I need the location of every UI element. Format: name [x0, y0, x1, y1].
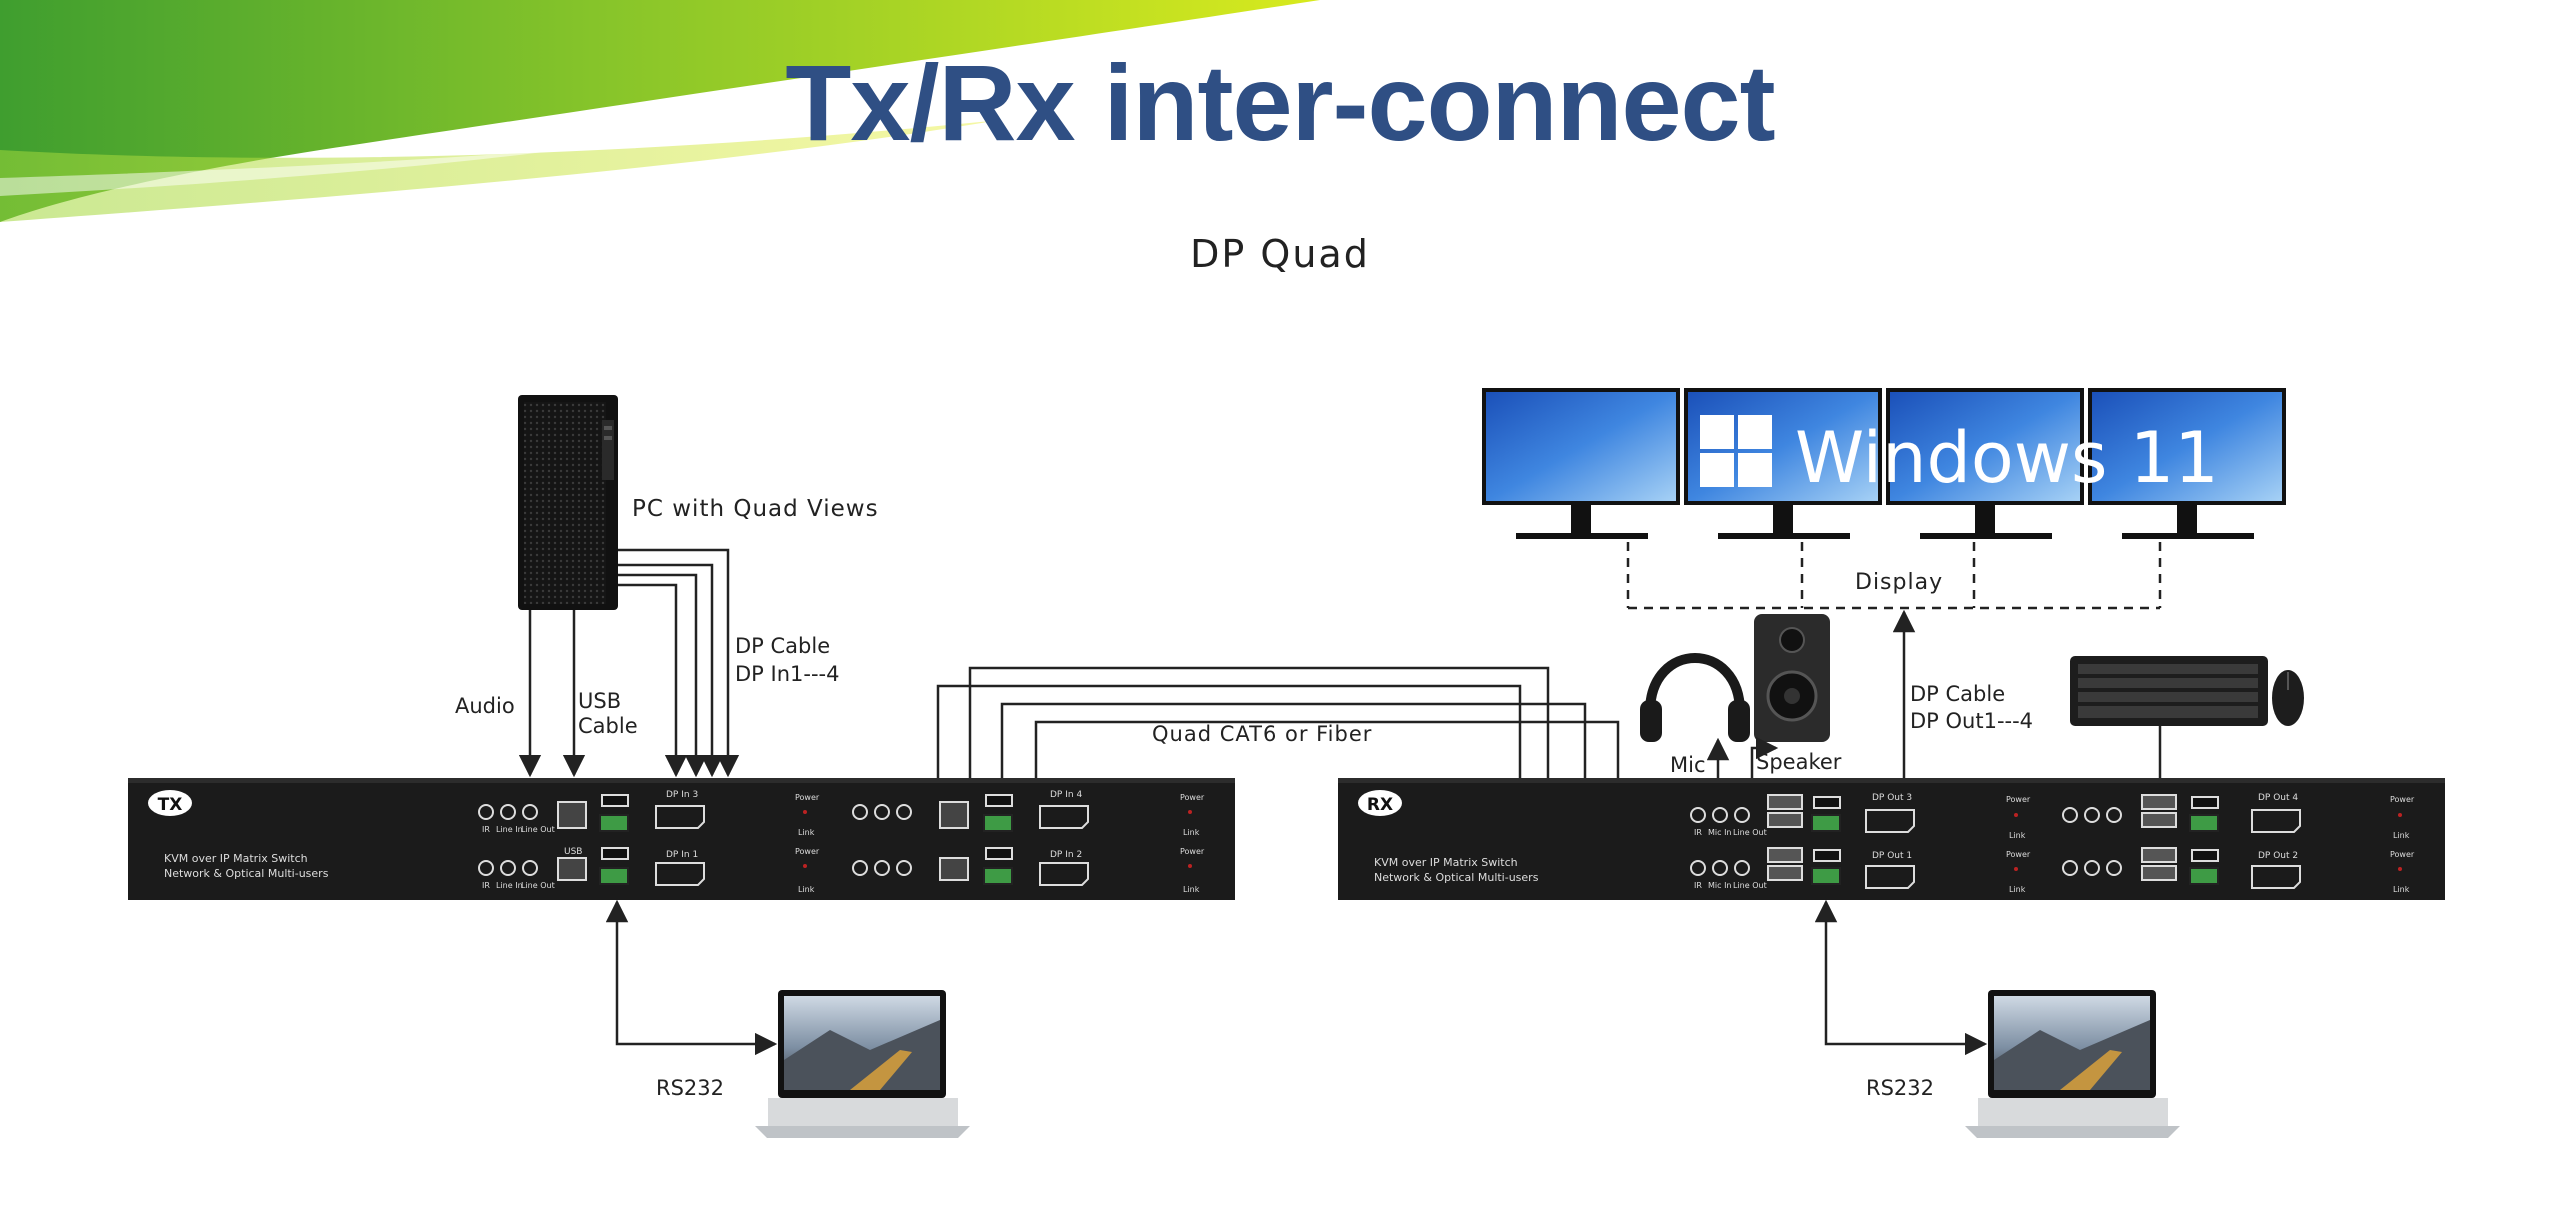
display-label: Display [1855, 570, 1943, 595]
tx-jack-label-linein-2: Line In [496, 881, 523, 890]
rx-dp-out-2: DP Out 2 [2258, 851, 2298, 861]
tx-dp-in-4: DP In 4 [1050, 790, 1082, 800]
tx-badge: TX [158, 795, 183, 815]
rx-jack-label-ir: IR [1694, 828, 1702, 837]
rx-device [1338, 778, 2445, 900]
keyboard-icon [2070, 656, 2268, 726]
rx-power-4: Power [2390, 850, 2415, 859]
quad-cat6-label: Quad CAT6 or Fiber [1152, 722, 1372, 746]
audio-label: Audio [455, 694, 515, 718]
tx-jack-label-ir: IR [482, 825, 490, 834]
rs232-rx-label: RS232 [1866, 1076, 1934, 1100]
tx-desc-2: Network & Optical Multi-users [164, 867, 329, 880]
usb-cable-label-2: Cable [578, 714, 638, 738]
rx-jack-label-lineout: Line Out [1733, 828, 1767, 837]
laptop-tx-icon [755, 990, 970, 1138]
display-bracket [1626, 542, 2162, 610]
speaker-arrow [1750, 736, 1779, 778]
rx-jack-label-lineout-2: Line Out [1733, 881, 1767, 890]
tx-ports-group-2 [852, 794, 1089, 886]
rx-link-3: Link [2393, 831, 2410, 840]
light-swoosh [0, 120, 1000, 222]
rx-badge: RX [1367, 795, 1393, 815]
rx-dp-out-4: DP Out 4 [2258, 793, 2298, 803]
dp-cable-rx-label-2: DP Out1---4 [1910, 709, 2033, 733]
tx-link-4: Link [1183, 885, 1200, 894]
speaker-icon [1754, 614, 1830, 742]
rx-ports-group-2 [2062, 794, 2301, 889]
rx-link-4: Link [2393, 885, 2410, 894]
white-streak [0, 150, 560, 196]
rs232-rx-line [1814, 899, 1988, 1056]
tx-link-1: Link [798, 828, 815, 837]
rx-ports-group-1 [1690, 794, 1915, 889]
pc-label: PC with Quad Views [632, 496, 879, 522]
tx-power-3: Power [1180, 793, 1205, 802]
tx-dp-in-3: DP In 3 [666, 790, 698, 800]
windows-brand-text: Windows 11 [1795, 417, 2219, 499]
tx-desc-1: KVM over IP Matrix Switch [164, 852, 308, 865]
tx-link-3: Link [1183, 828, 1200, 837]
tx-dp-in-2: DP In 2 [1050, 850, 1082, 860]
pc-tower [518, 395, 618, 610]
tx-jack-label-lineout: Line Out [521, 825, 555, 834]
rx-dp-out-3: DP Out 3 [1872, 793, 1912, 803]
tx-dp-in-1: DP In 1 [666, 850, 698, 860]
dp-cable-rx-label-1: DP Cable [1910, 682, 2005, 706]
rx-jack-label-micin: Mic In [1708, 828, 1732, 837]
rx-desc-1: KVM over IP Matrix Switch [1374, 856, 1518, 869]
usb-cable-label-1: USB [578, 689, 621, 713]
rx-jack-label-ir-2: IR [1694, 881, 1702, 890]
tx-power-1: Power [795, 793, 820, 802]
slide-subtitle: DP Quad [1190, 232, 1370, 276]
rx-power-3: Power [2390, 795, 2415, 804]
green-swoosh [0, 0, 1320, 222]
tx-usb-label: USB [564, 847, 582, 857]
cat6-fiber-links [936, 666, 1620, 778]
rx-dp-out-1: DP Out 1 [1872, 851, 1912, 861]
slide-title: Tx/Rx inter-connect [785, 42, 1775, 163]
laptop-rx-icon [1965, 990, 2180, 1138]
tx-jack-label-lineout-2: Line Out [521, 881, 555, 890]
rx-desc-2: Network & Optical Multi-users [1374, 871, 1539, 884]
pc-cables [518, 548, 740, 778]
mic-label: Mic [1670, 753, 1706, 777]
speaker-label: Speaker [1756, 750, 1842, 774]
tx-link-2: Link [798, 885, 815, 894]
dp-cable-tx-label-2: DP In1---4 [735, 662, 839, 686]
rs232-tx-line [605, 899, 778, 1056]
rx-power-2: Power [2006, 850, 2031, 859]
rs232-tx-label: RS232 [656, 1076, 724, 1100]
tx-jack-label-ir-2: IR [482, 881, 490, 890]
tx-jack-label-linein: Line In [496, 825, 523, 834]
rx-power-1: Power [2006, 795, 2031, 804]
monitor-array [1482, 388, 2286, 539]
windows-logo-icon [1700, 415, 1772, 487]
dp-cable-tx-label-1: DP Cable [735, 634, 830, 658]
tx-power-2: Power [795, 847, 820, 856]
mouse-icon [2272, 670, 2304, 726]
tx-device [128, 778, 1235, 900]
rx-jack-label-micin-2: Mic In [1708, 881, 1732, 890]
headphones-icon [1640, 653, 1750, 742]
rx-link-2: Link [2009, 885, 2026, 894]
tx-ports-group-1 [478, 794, 705, 886]
tx-power-4: Power [1180, 847, 1205, 856]
rx-link-1: Link [2009, 831, 2026, 840]
